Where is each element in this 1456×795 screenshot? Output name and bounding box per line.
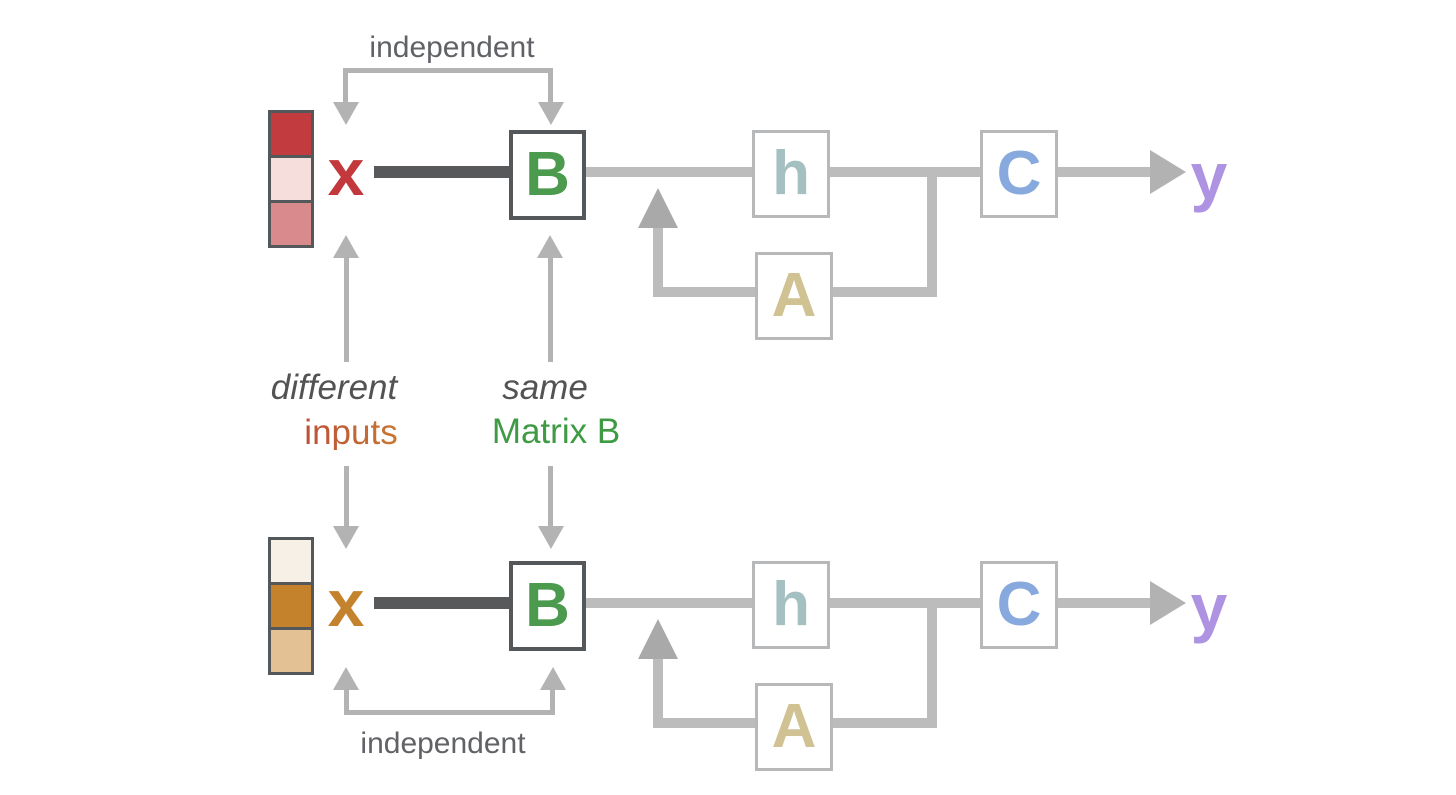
feedback-branch-line: [927, 172, 937, 297]
inputs-up-arrow-shaft: [344, 256, 349, 362]
top-independent-label: independent: [369, 31, 535, 64]
inputs-down-arrow-shaft: [344, 466, 349, 528]
matrix-c-box: C: [980, 561, 1058, 649]
vector-cell: [271, 155, 311, 200]
vector-cell: [271, 627, 311, 672]
main-flow-line: [582, 598, 1150, 608]
input-symbol: x: [327, 566, 365, 640]
inputs-up-arrowhead-icon: [333, 235, 359, 258]
hidden-state-letter: h: [772, 139, 810, 208]
matrixb-up-arrowhead-icon: [537, 235, 563, 258]
feedback-return-line: [653, 659, 663, 728]
feedback-arrowhead-icon: [638, 619, 678, 659]
output-arrowhead-icon: [1150, 581, 1186, 625]
matrix-c-letter: C: [996, 139, 1042, 208]
matrix-b-box: B: [509, 561, 586, 651]
hidden-state-box: h: [752, 561, 830, 649]
top-bracket-right-stem: [548, 68, 553, 106]
main-flow-line: [582, 167, 1150, 177]
matrix-b-box: B: [509, 130, 586, 220]
top-state-space-diagram: x B h C A y: [268, 110, 1228, 340]
feedback-return-line: [653, 228, 663, 297]
input-to-b-line: [374, 597, 512, 609]
bottom-bracket-line: [344, 710, 555, 715]
vector-cell: [271, 582, 311, 627]
bottom-bracket-left-arrowhead-icon: [333, 667, 359, 690]
different-label: different: [270, 368, 398, 407]
top-bracket-left-arrowhead-icon: [333, 102, 359, 125]
top-bracket-line: [343, 68, 553, 73]
output-arrowhead-icon: [1150, 150, 1186, 194]
matrixb-down-arrowhead-icon: [538, 526, 564, 549]
matrix-a-box: A: [755, 683, 833, 771]
output-symbol: y: [1190, 139, 1228, 213]
matrix-b-text-label: Matrix B: [491, 412, 621, 451]
matrixb-up-arrow-shaft: [548, 256, 553, 362]
hidden-state-box: h: [752, 130, 830, 218]
matrix-a-letter: A: [771, 261, 817, 330]
input-to-b-line: [374, 166, 512, 178]
input-vector: [268, 537, 314, 675]
matrix-b-letter: B: [525, 571, 570, 640]
matrix-c-letter: C: [996, 570, 1042, 639]
feedback-branch-line: [927, 603, 937, 728]
bottom-independent-label: independent: [360, 727, 526, 760]
bottom-bracket-right-stem: [550, 689, 555, 715]
input-symbol: x: [327, 135, 365, 209]
vector-cell: [271, 200, 311, 245]
top-bracket-right-arrowhead-icon: [538, 102, 564, 125]
inputs-down-arrowhead-icon: [333, 526, 359, 549]
bottom-bracket-left-stem: [344, 689, 349, 715]
inputs-label: inputs: [201, 415, 501, 450]
matrix-a-letter: A: [771, 692, 817, 761]
vector-cell: [271, 113, 311, 155]
matrixb-down-arrow-shaft: [548, 466, 553, 528]
top-bracket-left-stem: [343, 68, 348, 106]
bottom-state-space-diagram: x B h C A y: [0, 431, 1456, 795]
bottom-bracket-right-arrowhead-icon: [540, 667, 566, 690]
matrix-b-letter: B: [525, 140, 570, 209]
output-symbol: y: [1190, 570, 1228, 644]
input-vector: [268, 110, 314, 248]
matrix-a-box: A: [755, 252, 833, 340]
feedback-arrowhead-icon: [638, 188, 678, 228]
vector-cell: [271, 540, 311, 582]
hidden-state-letter: h: [772, 570, 810, 639]
matrix-c-box: C: [980, 130, 1058, 218]
same-label: same: [502, 368, 588, 407]
